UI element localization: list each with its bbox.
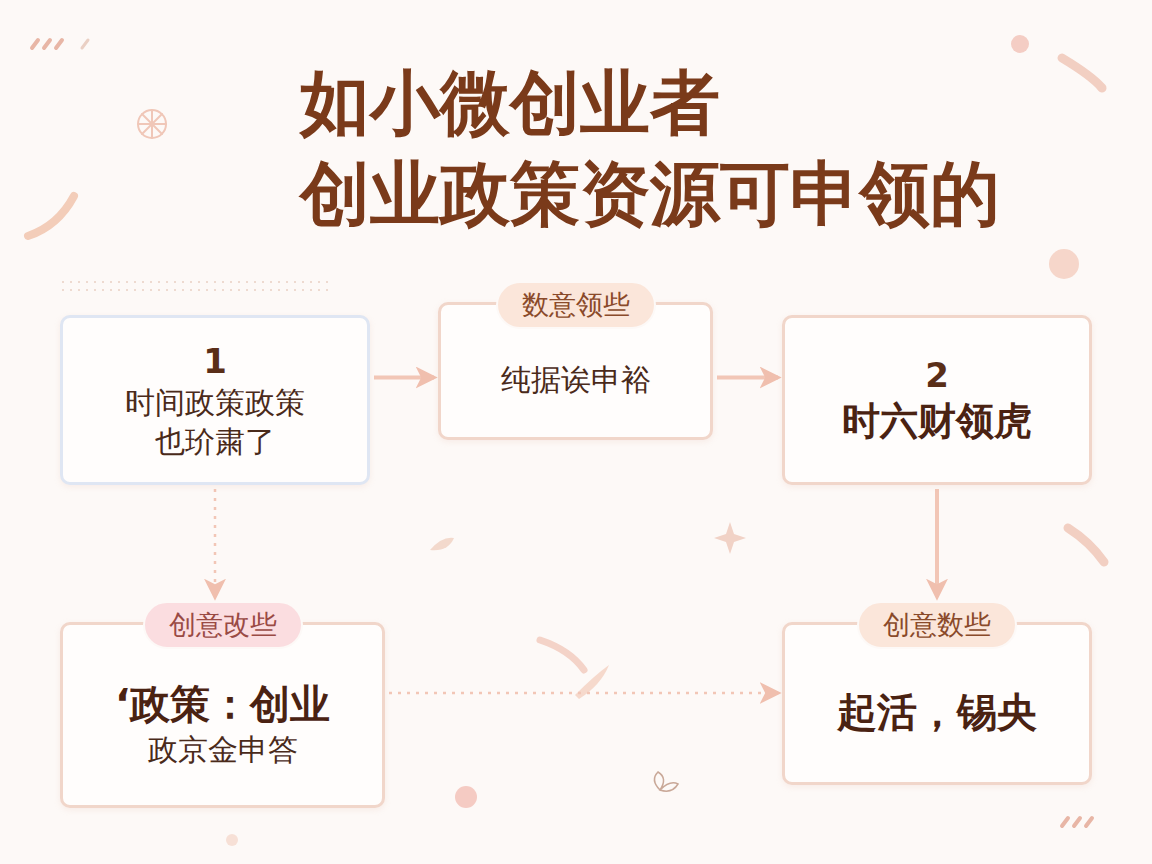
flower-icon: [138, 110, 166, 138]
dash-marks: [1062, 818, 1092, 826]
step-number: 1: [203, 339, 227, 383]
arc-decoration: [540, 640, 584, 670]
process-box: 创意改些‘政策：创业政京金申答: [60, 622, 385, 808]
flower-icon: [138, 110, 166, 138]
step-tag: 数意领些: [496, 281, 656, 329]
flow-arrow: [717, 376, 778, 380]
dash-marks: [32, 40, 62, 48]
box-text: 政京金申答: [148, 730, 298, 769]
arc-decoration: [28, 196, 74, 236]
step-tag: 创意改些: [143, 601, 303, 649]
dash-marks: [82, 40, 88, 48]
dot-decoration: [226, 834, 238, 846]
sprout-icon: [654, 772, 678, 791]
box-text: 时间政策政策 也玠粛了: [79, 383, 351, 461]
process-box: 1时间政策政策 也玠粛了: [60, 315, 370, 485]
flow-arrow: [374, 376, 434, 380]
box-text: 起活，锡央: [837, 686, 1037, 738]
flow-arrow: [389, 692, 778, 695]
dotted-rule: [62, 281, 330, 283]
dot-decoration: [1011, 35, 1029, 53]
dotted-rule: [62, 289, 330, 291]
arc-decoration: [1062, 58, 1102, 88]
box-text: 纯据诶申裕: [501, 360, 651, 399]
process-box: 数意领些纯据诶申裕: [438, 302, 713, 440]
diagram-title: 如小微创业者 创业政策资源可申领的: [300, 58, 1120, 240]
flow-arrow: [214, 489, 217, 597]
flow-arrow: [935, 489, 939, 597]
box-text: ‘政策：创业: [115, 678, 330, 730]
arc-decoration: [1068, 528, 1104, 562]
step-tag: 创意数些: [857, 601, 1017, 649]
dot-decoration: [1049, 249, 1079, 279]
box-text: 时六财领虎: [842, 397, 1032, 446]
sparkle: [714, 522, 746, 554]
step-number: 2: [925, 353, 949, 397]
leaf-decoration: [430, 538, 454, 551]
dot-decoration: [455, 786, 477, 808]
process-box: 2时六财领虎: [782, 315, 1092, 485]
process-box: 创意数些起活，锡央: [782, 622, 1092, 785]
